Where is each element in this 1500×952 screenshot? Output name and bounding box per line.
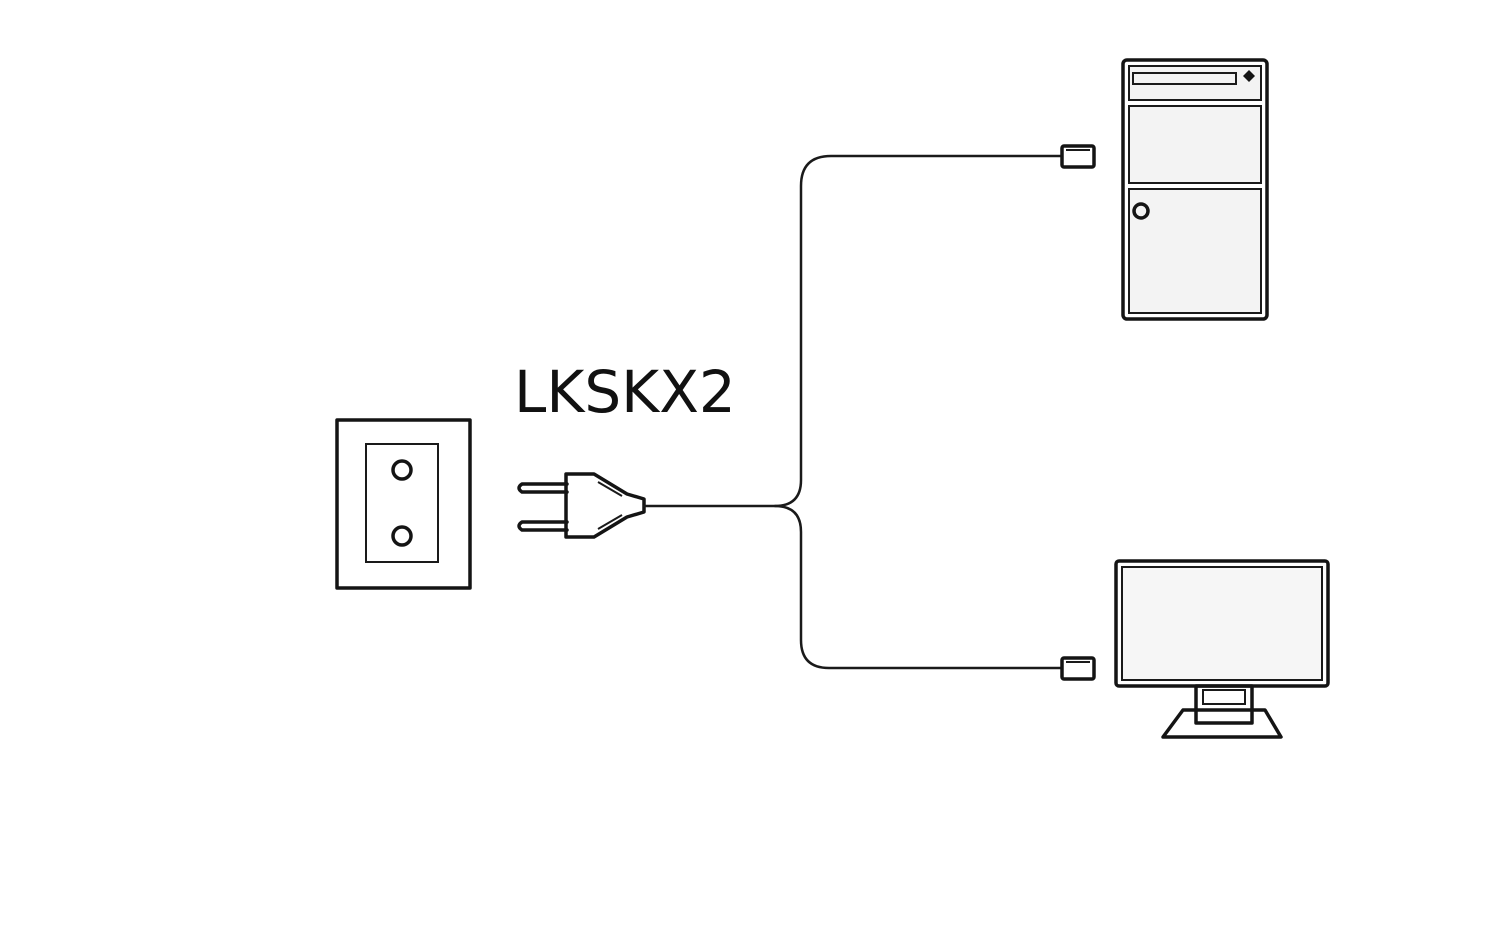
wall-socket-icon [335,418,472,590]
monitor-icon [1114,559,1330,739]
cable-to-pc [642,154,1064,508]
cable-to-monitor [773,504,1064,670]
plug-icon [517,472,646,539]
pc-connector-icon [1060,144,1096,169]
cable-label: LKSKX2 [514,358,736,426]
monitor-connector-icon [1060,656,1096,681]
computer-tower-icon [1121,58,1269,321]
